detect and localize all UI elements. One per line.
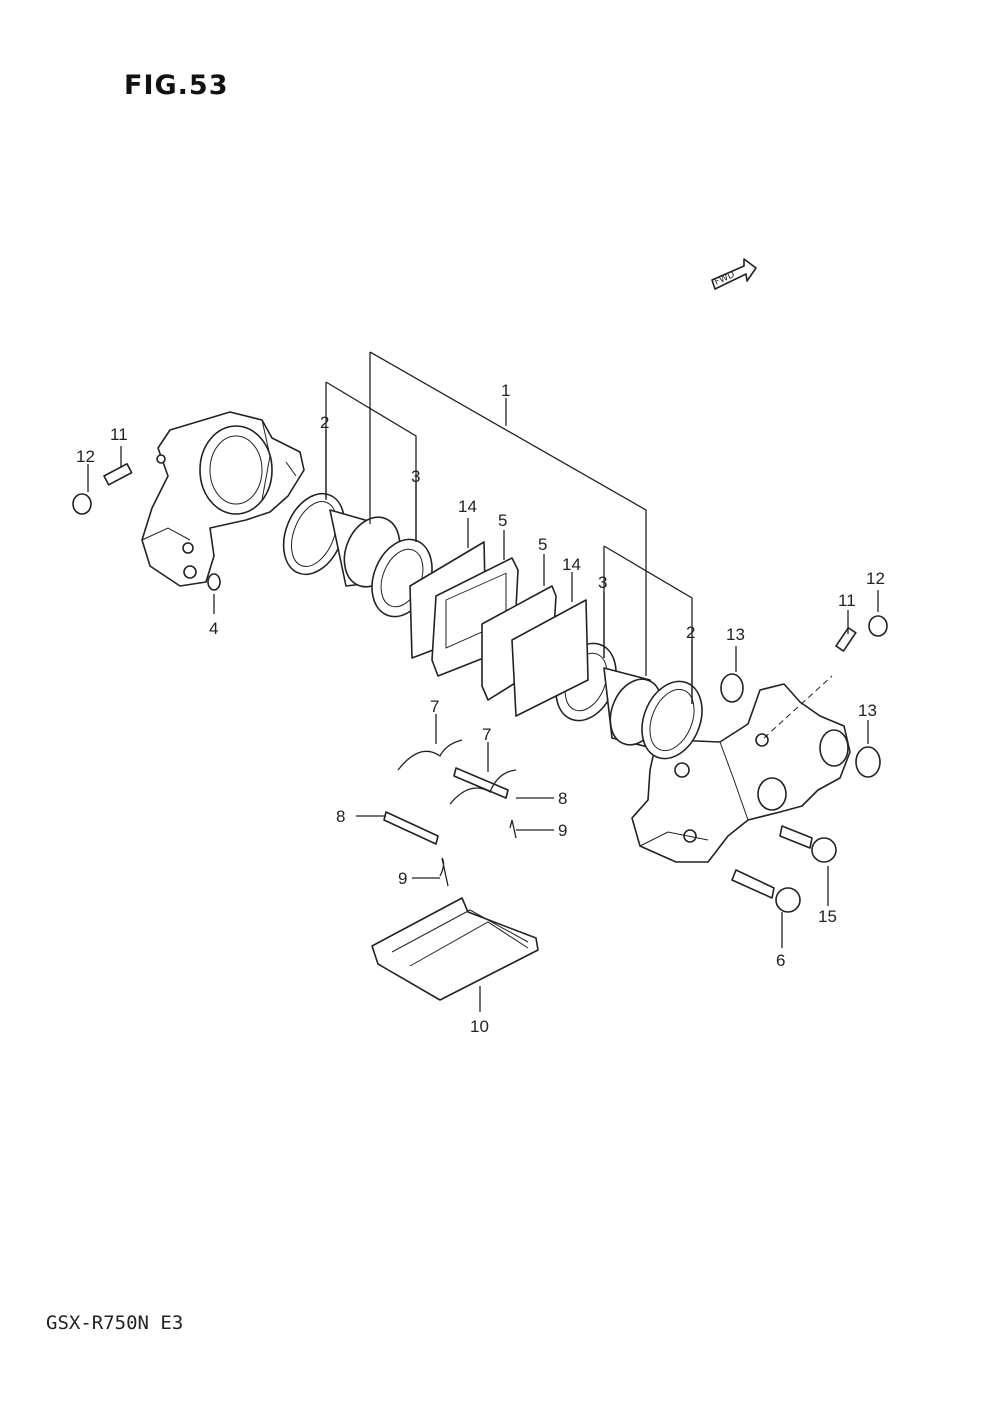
callout-7-left: 7 [430, 697, 439, 716]
callout-9-right: 9 [558, 821, 567, 840]
callout-8-left: 8 [336, 807, 345, 826]
callout-6: 6 [776, 951, 785, 970]
figure-title: FIG.53 [124, 70, 229, 101]
callout-3-right: 3 [598, 573, 607, 592]
fwd-arrow-icon: FWD [711, 258, 757, 290]
callout-9-left: 9 [398, 869, 407, 888]
callout-14-left: 14 [458, 497, 477, 516]
callout-15: 15 [818, 907, 837, 926]
callout-3-left: 3 [411, 467, 420, 486]
callout-13-right: 13 [858, 701, 877, 720]
callout-13-top: 13 [726, 625, 745, 644]
caliper-left-half [141, 411, 305, 587]
callout-4: 4 [209, 619, 218, 638]
leader-lines [87, 351, 879, 1012]
callout-2-right: 2 [686, 623, 695, 642]
callout-11-right: 11 [838, 591, 856, 610]
callout-7-right: 7 [482, 725, 491, 744]
callout-5-right: 5 [538, 535, 547, 554]
callout-14-right: 14 [562, 555, 581, 574]
model-label: GSX-R750N E3 [46, 1312, 184, 1334]
callout-1: 1 [501, 381, 510, 400]
callout-5-left: 5 [498, 511, 507, 530]
brake-pads-group [409, 541, 589, 717]
piston-right-group [555, 642, 703, 760]
small-parts-group [72, 462, 888, 1001]
callout-11-left: 11 [110, 425, 128, 444]
callouts: 1 2 2 3 3 4 5 5 6 7 7 8 8 9 9 10 11 11 1… [76, 381, 885, 1036]
caliper-right-half [631, 683, 851, 863]
callout-8-right: 8 [558, 789, 567, 808]
callout-2-left: 2 [320, 413, 329, 432]
callout-12-right: 12 [866, 569, 885, 588]
callout-10: 10 [470, 1017, 489, 1036]
callout-12-left: 12 [76, 447, 95, 466]
